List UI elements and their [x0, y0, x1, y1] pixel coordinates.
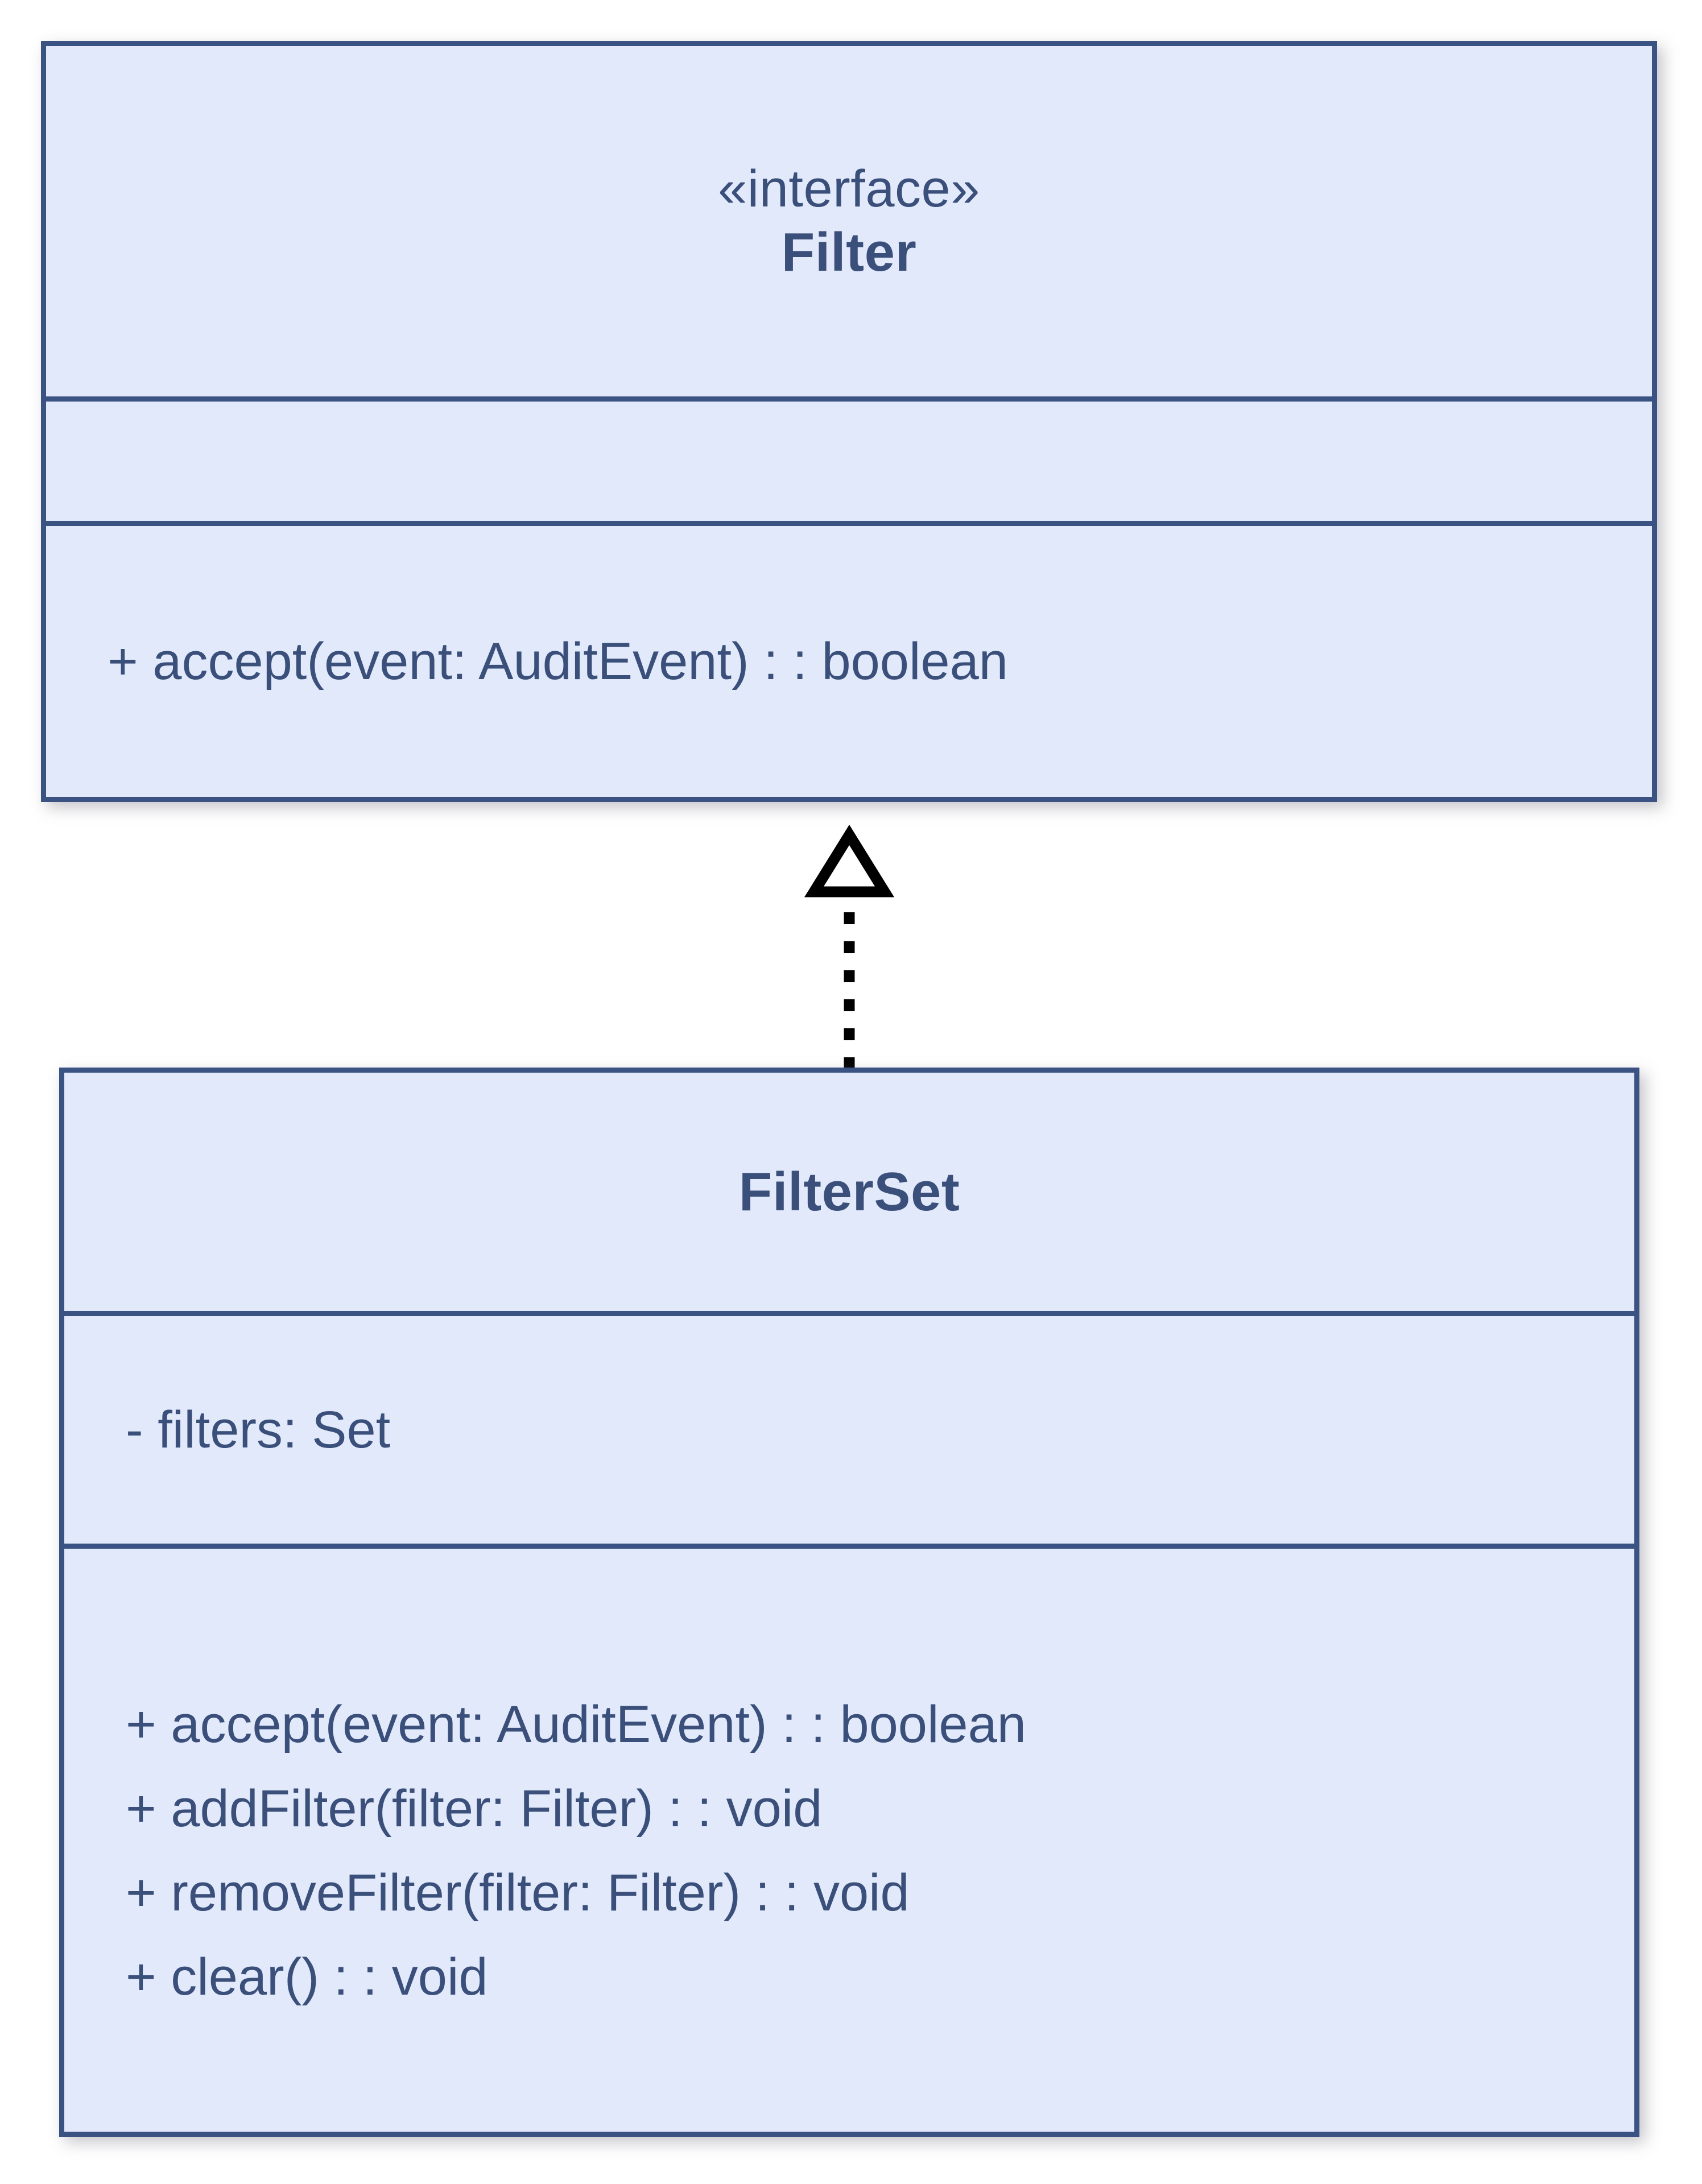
class-operation: + clear() : : void — [126, 1947, 488, 2006]
class-operation: + addFilter(filter: Filter) : : void — [126, 1779, 823, 1838]
uml-class-filterset[interactable]: FilterSet - filters: Set + accept(event:… — [59, 1068, 1639, 2137]
class-header-filter: «interface» Filter — [46, 46, 1652, 396]
realization-arrow-svg — [804, 824, 895, 1069]
class-name: FilterSet — [738, 1161, 960, 1222]
class-operations-filterset: + accept(event: AuditEvent) : : boolean … — [64, 1544, 1634, 2132]
uml-class-filter[interactable]: «interface» Filter + accept(event: Audit… — [41, 41, 1657, 802]
class-operation: + accept(event: AuditEvent) : : boolean — [108, 632, 1008, 690]
class-attributes-filter — [46, 396, 1652, 521]
realization-connector — [796, 802, 910, 1069]
class-operations-filter: + accept(event: AuditEvent) : : boolean — [46, 521, 1652, 797]
class-header-filterset: FilterSet — [64, 1073, 1634, 1311]
class-operation: + removeFilter(filter: Filter) : : void — [126, 1863, 910, 1922]
class-operation: + accept(event: AuditEvent) : : boolean — [126, 1695, 1026, 1753]
hollow-triangle-arrowhead-icon — [804, 824, 895, 897]
class-attributes-filterset: - filters: Set — [64, 1311, 1634, 1544]
class-stereotype: «interface» — [718, 160, 980, 218]
class-attribute: - filters: Set — [126, 1401, 391, 1459]
class-name: Filter — [781, 221, 917, 283]
